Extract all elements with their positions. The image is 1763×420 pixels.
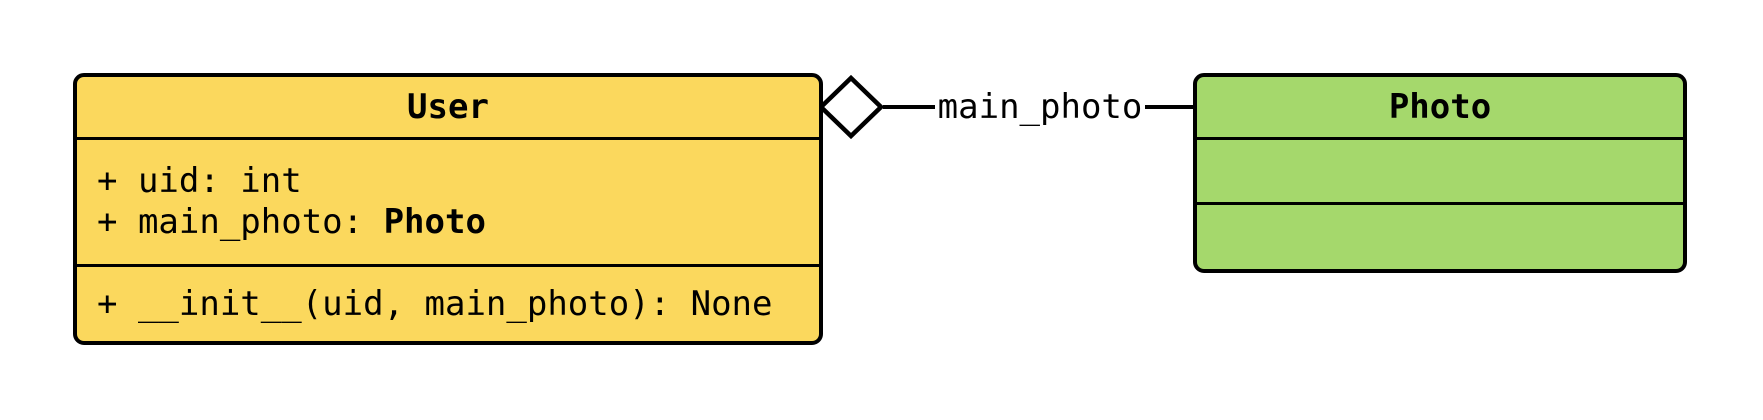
class-box-photo: Photo (1193, 73, 1687, 273)
class-attributes-user: + uid: int + main_photo: Photo (77, 140, 819, 267)
aggregation-connector: main_photo (819, 75, 1198, 139)
attribute-line-uid: + uid: int (97, 161, 819, 202)
attribute-prefix: + main_photo: (97, 202, 384, 242)
class-methods-user: + __init__(uid, main_photo): None (77, 267, 819, 341)
attribute-text: + uid: int (97, 161, 302, 201)
aggregation-diamond-icon (819, 75, 883, 139)
class-name-photo: Photo (1388, 87, 1492, 127)
class-box-user: User + uid: int + main_photo: Photo + __… (73, 73, 823, 345)
class-attributes-photo-empty (1197, 140, 1683, 205)
relationship-line-right (1145, 105, 1198, 109)
relationship-label: main_photo (937, 87, 1143, 127)
class-title-user: User (77, 77, 819, 140)
attribute-type-ref: Photo (383, 202, 486, 242)
relationship-line-left (883, 105, 935, 109)
method-line-init: + __init__(uid, main_photo): None (97, 284, 773, 324)
attribute-line-main-photo: + main_photo: Photo (97, 202, 819, 243)
class-methods-photo-empty (1197, 205, 1683, 269)
class-title-photo: Photo (1197, 77, 1683, 140)
class-name-user: User (407, 87, 489, 127)
